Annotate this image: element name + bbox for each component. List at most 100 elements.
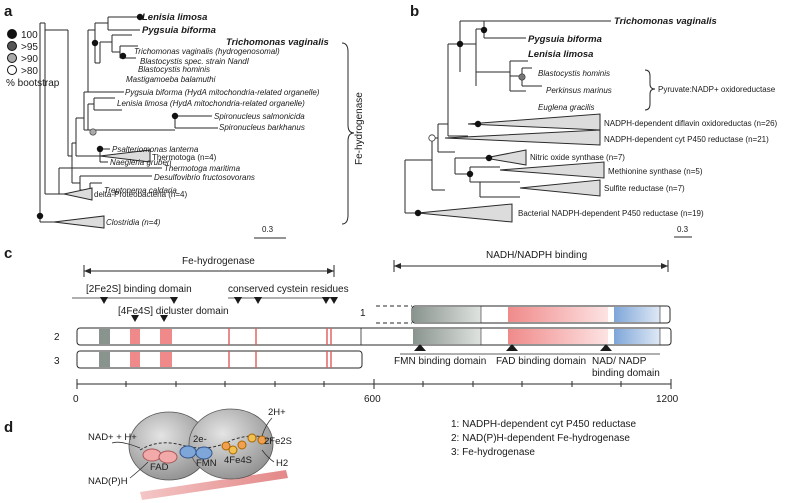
clade-delta-proteobacteria [63,187,93,201]
node-marker [96,145,104,153]
taxon-label: Thermotoga maritima [164,164,241,173]
enzyme-sphere-right [188,408,274,480]
clade-clostridia [53,215,105,229]
taxon-label: NADPH-dependent cyt P450 reductase (n=21… [604,135,769,144]
taxon-label: Lenisia limosa [142,12,207,23]
fmn-label: FMN [196,458,217,469]
nadp-domain-label-1: NAD/ NADP [592,356,647,367]
nad-plus-label: NAD+ + H+ [88,432,137,443]
panel-d: d NAD+ + H+ 2e- 2H+ 2Fe2S 4Fe4S FMN FAD … [4,407,637,500]
legend-label-90: >90 [21,54,38,65]
taxon-label: Methionine synthase (n=5) [608,167,703,176]
taxon-label: Clostridia (n=4) [106,218,161,227]
nadph-label: NAD(P)H [88,476,128,487]
pfo-bracket-label: Pyruvate:NADP+ oxidoreductase [658,85,776,94]
clade-cyt-p450 [444,129,601,146]
enzyme-legend: 1: NADPH-dependent cyt P450 reductase 2:… [451,419,637,458]
node-marker [485,154,493,162]
taxon-label: Lenisia limosa [528,49,593,60]
taxon-label: Spironucleus barkhanus [219,123,305,132]
fe-hydrogenase-span-label: Fe-hydrogenase [182,256,255,267]
node-marker [456,40,464,48]
taxon-label: Pygsuia biforma (HydA mitochondria-relat… [125,88,320,97]
tree-b-labels: Trichomonas vaginalis Pygsuia biforma Le… [518,16,778,218]
clade-diflavin [467,113,601,131]
taxon-label: Thermotoga (n=4) [152,153,217,162]
taxon-label: Sulfite reductase (n=7) [604,184,685,193]
node-marker [466,170,474,178]
node-marker [480,26,488,34]
taxon-label: Naegleria gruberi [110,158,172,167]
node-marker [36,212,44,220]
clade-methionine [499,161,605,179]
panel-c: c Fe-hydrogenase NADH/NADPH binding [2Fe… [4,245,679,405]
clade-thermotoga [99,149,151,163]
taxon-label: Psalteriomonas lanterna [112,145,199,154]
row-label-2: 2 [54,332,60,343]
nadp-domain-label-2: binding domain [592,368,660,379]
bottom-domain-markers [400,344,660,355]
protein-bar-2 [76,327,672,346]
fe4s-label: 4Fe4S [224,455,252,466]
taxon-label: Trichomonas vaginalis (hydrogenosomal) [134,47,280,56]
taxon-label: Lenisia limosa (HydA mitochondria-relate… [117,99,305,108]
fe-hydrogenase-brace [341,42,355,225]
legend-marker-90 [7,53,17,63]
axis-tick-600: 600 [364,394,381,405]
taxon-label: Euglena gracilis [538,103,594,112]
taxon-label: Pygsuia biforma [142,25,216,36]
axis-tick-1200: 1200 [656,394,679,405]
sequence-axis: 0 600 1200 [73,379,679,405]
protein-bar-3 [76,350,363,369]
node-marker [91,39,99,47]
fe-hydrogenase-bracket-label: Fe-hydrogenase [354,92,365,165]
legend-caption: % bootstrap [6,78,60,89]
enzyme-legend-item-2: 2: NAD(P)H-dependent Fe-hydrogenase [451,433,630,444]
node-marker [428,134,436,142]
protein-bar-1 [411,305,671,324]
clade-nitric-oxide [484,149,527,166]
node-marker [474,120,482,128]
enzyme-legend-item-1: 1: NADPH-dependent cyt P450 reductase [451,419,637,430]
taxon-label: Blastocystis spec. strain NandI [140,57,250,66]
tree-b-collapsed-clades [417,113,605,223]
panel-a: a 100 >95 >90 >80 % bootstrap [4,3,365,239]
panel-label-d: d [4,419,13,436]
node-marker [136,13,144,21]
tree-a-branches [39,16,218,223]
axis-tick-0: 0 [73,394,79,405]
node-marker [171,112,179,120]
scale-bar-a-label: 0.3 [262,225,274,234]
clade-bacterial-p450 [417,203,513,223]
fad-label: FAD [150,462,169,473]
taxon-label: Bacterial NADPH-dependent P450 reductase… [518,209,704,218]
taxon-label: Spironucleus salmonicida [214,112,305,121]
taxon-label: Mastigamoeba balamuthi [126,75,216,84]
domain-label-4fe4s: [4Fe4S] dicluster domain [118,306,229,317]
taxon-label: Trichomonas vaginalis [226,37,329,48]
panel-label-a: a [4,3,13,20]
tree-a-collapsed-clades [53,149,151,229]
two-proton-label: 2H+ [268,407,286,418]
node-marker [119,52,127,60]
taxon-label: NADPH-dependent diflavin oxidoreductas (… [604,119,778,128]
node-marker [414,209,422,217]
fmn-domain-label: FMN binding domain [394,356,486,367]
tree-b-nodes [414,26,526,217]
clade-sulfite [519,179,601,197]
h2-label: H2 [276,458,288,469]
pfo-brace [644,69,656,111]
fad-domain-label: FAD binding domain [496,356,586,367]
fe2s-label: 2Fe2S [264,436,292,447]
legend-marker-100 [7,29,17,39]
legend-label-80: >80 [21,66,38,77]
taxon-label: Trichomonas vaginalis [614,16,717,27]
two-electron-label: 2e- [193,434,207,445]
legend-marker-80 [7,65,17,75]
domain-markers [100,297,338,322]
scale-bar-b-label: 0.3 [677,225,689,234]
enzyme-legend-item-3: 3: Fe-hydrogenase [451,447,535,458]
taxon-label: Blastocystis hominis [138,65,210,74]
row-label-3: 3 [54,356,60,367]
domain-label-cystein: conserved cystein residues [228,284,349,295]
